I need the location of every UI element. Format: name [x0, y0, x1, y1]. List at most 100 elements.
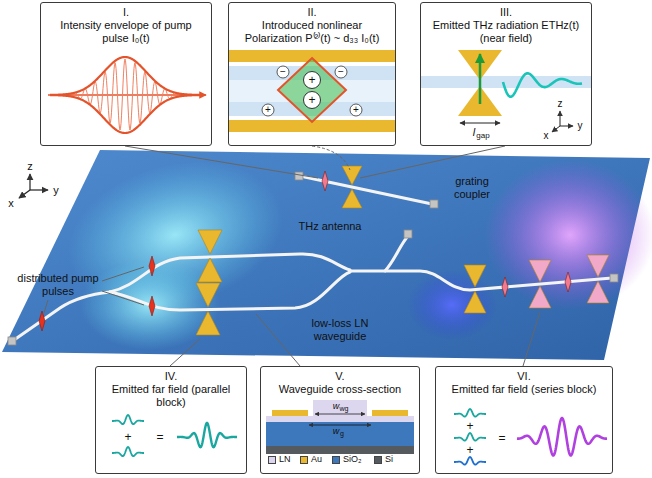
illustration-shape — [560, 111, 561, 126]
wave-trace — [112, 415, 144, 424]
illustration-shape — [8, 337, 16, 345]
pump-pulse — [149, 256, 155, 276]
illustration-shape — [342, 166, 362, 185]
illustration-shape — [14, 292, 110, 340]
pump-pulse — [50, 57, 200, 133]
pump-pulse — [39, 311, 45, 331]
label-text: distributed pump pulses — [16, 272, 100, 298]
illustration-shape — [19, 190, 30, 198]
wave-trace — [454, 409, 486, 417]
callout-box: VI.Emitted far field (series block) — [435, 366, 613, 474]
label-text: gap — [476, 131, 489, 140]
label-text: + — [124, 430, 131, 444]
label-text: x — [544, 130, 549, 142]
illustration-shape — [272, 410, 308, 416]
pump-pulse — [149, 296, 155, 316]
callout-number: II. — [234, 6, 390, 19]
label-text: + — [308, 73, 315, 87]
illustration-shape — [277, 66, 289, 78]
label-text: + — [466, 419, 473, 433]
illustration-shape — [196, 283, 220, 307]
legend-text: SiO₂ — [343, 454, 362, 465]
illustration-shape — [503, 73, 582, 96]
illustration-shape — [262, 104, 274, 116]
wave-trace — [454, 433, 486, 441]
illustration-shape — [295, 172, 303, 180]
box-fill — [228, 2, 396, 146]
label-text: wg — [340, 405, 349, 413]
illustration-shape — [300, 176, 432, 204]
label-text: = — [156, 430, 163, 444]
label-text: l — [473, 126, 475, 139]
box-fill — [260, 366, 420, 474]
label-text: y — [53, 184, 59, 197]
grating-couplers — [8, 172, 618, 345]
legend-text: Si — [385, 454, 393, 465]
illustration-shape — [30, 189, 48, 190]
label-text: z — [558, 98, 563, 110]
box-fill — [40, 2, 212, 146]
illustration-shape — [610, 274, 618, 282]
pump-pulse — [565, 272, 571, 292]
callout-number: I. — [46, 6, 206, 19]
illustration-shape — [529, 286, 551, 308]
illustration-shape — [404, 230, 412, 238]
illustration-shape — [587, 281, 609, 303]
illustration-shape — [278, 58, 346, 122]
illustration-shape — [266, 446, 414, 454]
illustration-shape — [196, 311, 220, 335]
bowtie-antenna — [464, 265, 486, 313]
label-text: grating coupler — [445, 175, 499, 201]
legend-swatch — [374, 456, 382, 464]
axes — [19, 174, 48, 198]
illustration-shape — [256, 314, 300, 366]
illustration-shape — [50, 57, 200, 95]
polarization-sketch — [229, 50, 395, 132]
box-fill — [420, 2, 592, 146]
illustration-shape — [304, 92, 321, 109]
bowtie-antenna — [587, 255, 609, 303]
illustration-shape — [50, 95, 200, 133]
illustration-shape — [198, 258, 222, 282]
illustration-shape — [313, 400, 367, 416]
illustration-shape — [266, 416, 414, 422]
illustration-shape — [170, 339, 200, 366]
callout-box: III.Emitted THz radiation ETHz(t) (near … — [420, 2, 592, 146]
illustration-shape — [110, 254, 350, 292]
label-text: w — [333, 426, 340, 436]
label-text: − — [338, 66, 344, 78]
illustration-shape — [587, 255, 609, 277]
label-text: + — [308, 93, 315, 107]
illustration-shape — [312, 146, 350, 170]
far-field-waves — [112, 409, 607, 465]
callout-box: IV.Emitted far field (parallel block) — [95, 366, 247, 474]
legend-swatch — [268, 456, 276, 464]
callout-number: III. — [426, 6, 586, 19]
illustration-shape — [44, 300, 48, 313]
illustration-shape — [560, 126, 573, 127]
legend-swatch — [332, 456, 340, 464]
waveguides — [14, 176, 612, 340]
illustration-shape — [479, 54, 482, 104]
label-text: + — [353, 104, 359, 116]
illustration-shape — [335, 66, 347, 78]
illustration-shape — [421, 76, 591, 88]
illustration-shape — [304, 72, 321, 89]
illustration-shape — [430, 200, 438, 208]
wave-trace — [517, 418, 607, 455]
wave-trace — [112, 447, 144, 456]
illustration-shape — [110, 272, 350, 310]
illustration-shape — [198, 230, 222, 254]
box-fill — [435, 366, 613, 474]
thz-waveform — [503, 73, 582, 96]
antennas — [196, 166, 609, 335]
pump-pulse — [322, 171, 328, 191]
illustration-shape — [309, 425, 371, 426]
label-text: z — [27, 160, 33, 173]
bowtie-antenna — [342, 166, 362, 208]
box-fills — [40, 2, 613, 474]
illustration-shape — [464, 265, 486, 287]
illustration-shape — [372, 410, 408, 416]
illustration-shape — [29, 174, 30, 190]
illustration-shape — [342, 189, 362, 208]
